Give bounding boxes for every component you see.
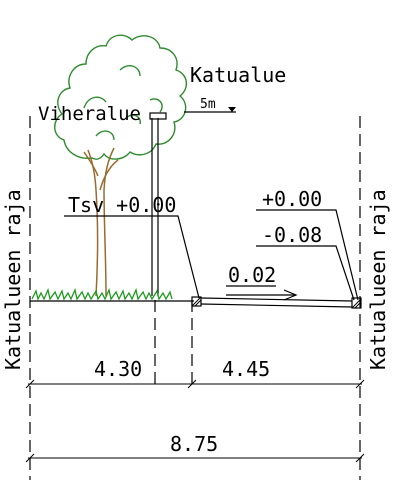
tsv-leader [64, 215, 200, 299]
dimension-right-label: 4.45 [222, 357, 270, 381]
dimension-total-label: 8.75 [170, 432, 218, 456]
tree-crown [54, 34, 187, 160]
top-elevation-label: +0.00 [262, 187, 322, 211]
mid-elevation-label: -0.08 [262, 223, 322, 247]
scale-label: 5m [200, 97, 216, 112]
slope-arrow [226, 289, 298, 301]
elev-top-leader [256, 209, 359, 301]
slope-label: 0.02 [228, 263, 276, 287]
tsv-elevation-label: Tsv +0.00 [68, 193, 176, 217]
grass [31, 287, 173, 301]
elev-mid-leader [256, 245, 355, 301]
left-boundary-label: Katualueen raja [1, 189, 25, 370]
street-pavement [191, 296, 362, 309]
dimension-left-label: 4.30 [94, 357, 142, 381]
dimension-line-total [25, 453, 365, 463]
lamp-post [149, 112, 167, 296]
street-area-label: Katualue [190, 63, 286, 87]
tree-trunk [83, 147, 119, 297]
right-boundary-label: Katualueen raja [366, 189, 390, 370]
scale-bar [184, 107, 236, 113]
dimension-line-parts [25, 379, 365, 389]
green-area-label: Viheralue [38, 103, 141, 125]
tree-crown-inner [83, 65, 163, 141]
